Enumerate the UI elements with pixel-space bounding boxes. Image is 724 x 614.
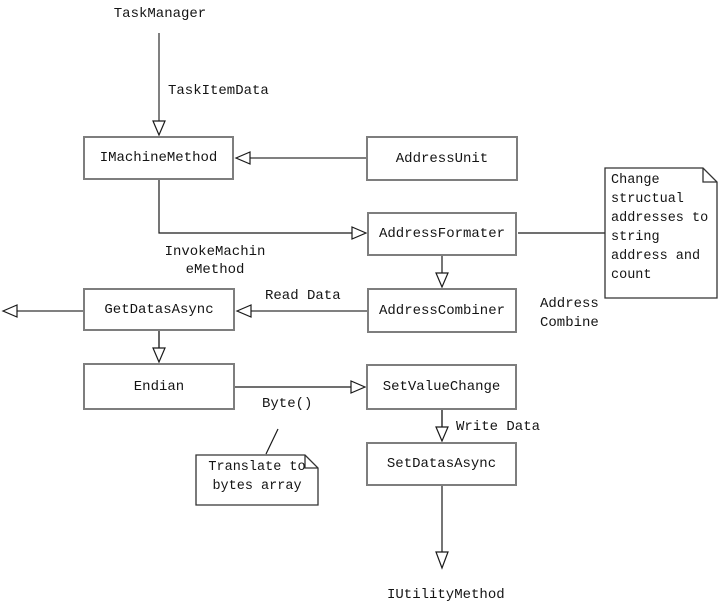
node-setdatasasync: SetDatasAsync [366, 442, 517, 486]
node-addressformater: AddressFormater [367, 212, 517, 256]
arrowhead-down-setdatasasync [435, 426, 449, 443]
arrowhead-left-getdatasasync [235, 304, 252, 318]
label-write-data: Write Data [456, 419, 541, 435]
arrowhead-down-iutilitymethod [435, 551, 449, 570]
node-setvaluechange: SetValueChange [366, 364, 517, 410]
node-imachinemethod: IMachineMethod [83, 136, 234, 180]
node-addressunit: AddressUnit [366, 136, 518, 181]
node-addresscombiner: AddressCombiner [367, 288, 517, 333]
arrowhead-right-addressformater [351, 226, 368, 240]
label-iutilitymethod: IUtilityMethod [387, 587, 505, 603]
arrowhead-left-imachinemethod [234, 151, 251, 165]
note-change-structural-text: Change structual addresses to string add… [611, 173, 709, 283]
label-byte: Byte() [262, 396, 313, 412]
arrowhead-left-edge [1, 304, 18, 318]
arrowhead-down-endian [152, 347, 166, 364]
label-invokemachinemethod: InvokeMachin eMethod [164, 244, 266, 278]
arrowhead-down-addresscombiner [435, 272, 449, 289]
note-translate-bytes-shape [195, 454, 319, 506]
edge-imachinemethod-addressformater [158, 180, 352, 234]
label-read-data: Read Data [265, 288, 341, 304]
note-translate-bytes-fold [304, 455, 318, 469]
note-translate-bytes-text: Translate to bytes array [208, 460, 306, 494]
arrowhead-right-setvaluechange [350, 380, 367, 394]
node-endian: Endian [83, 363, 235, 410]
label-taskmanager: TaskManager [113, 6, 207, 22]
edge-byte-note-translate [265, 428, 279, 455]
node-getdatasasync: GetDatasAsync [83, 288, 235, 331]
note-change-structural-shape [604, 167, 718, 299]
label-address-combine: Address Combine [540, 296, 599, 331]
label-taskitemdata: TaskItemData [168, 83, 269, 99]
arrowhead-down-imachinemethod [152, 120, 166, 137]
note-change-structural-fold [702, 168, 717, 183]
